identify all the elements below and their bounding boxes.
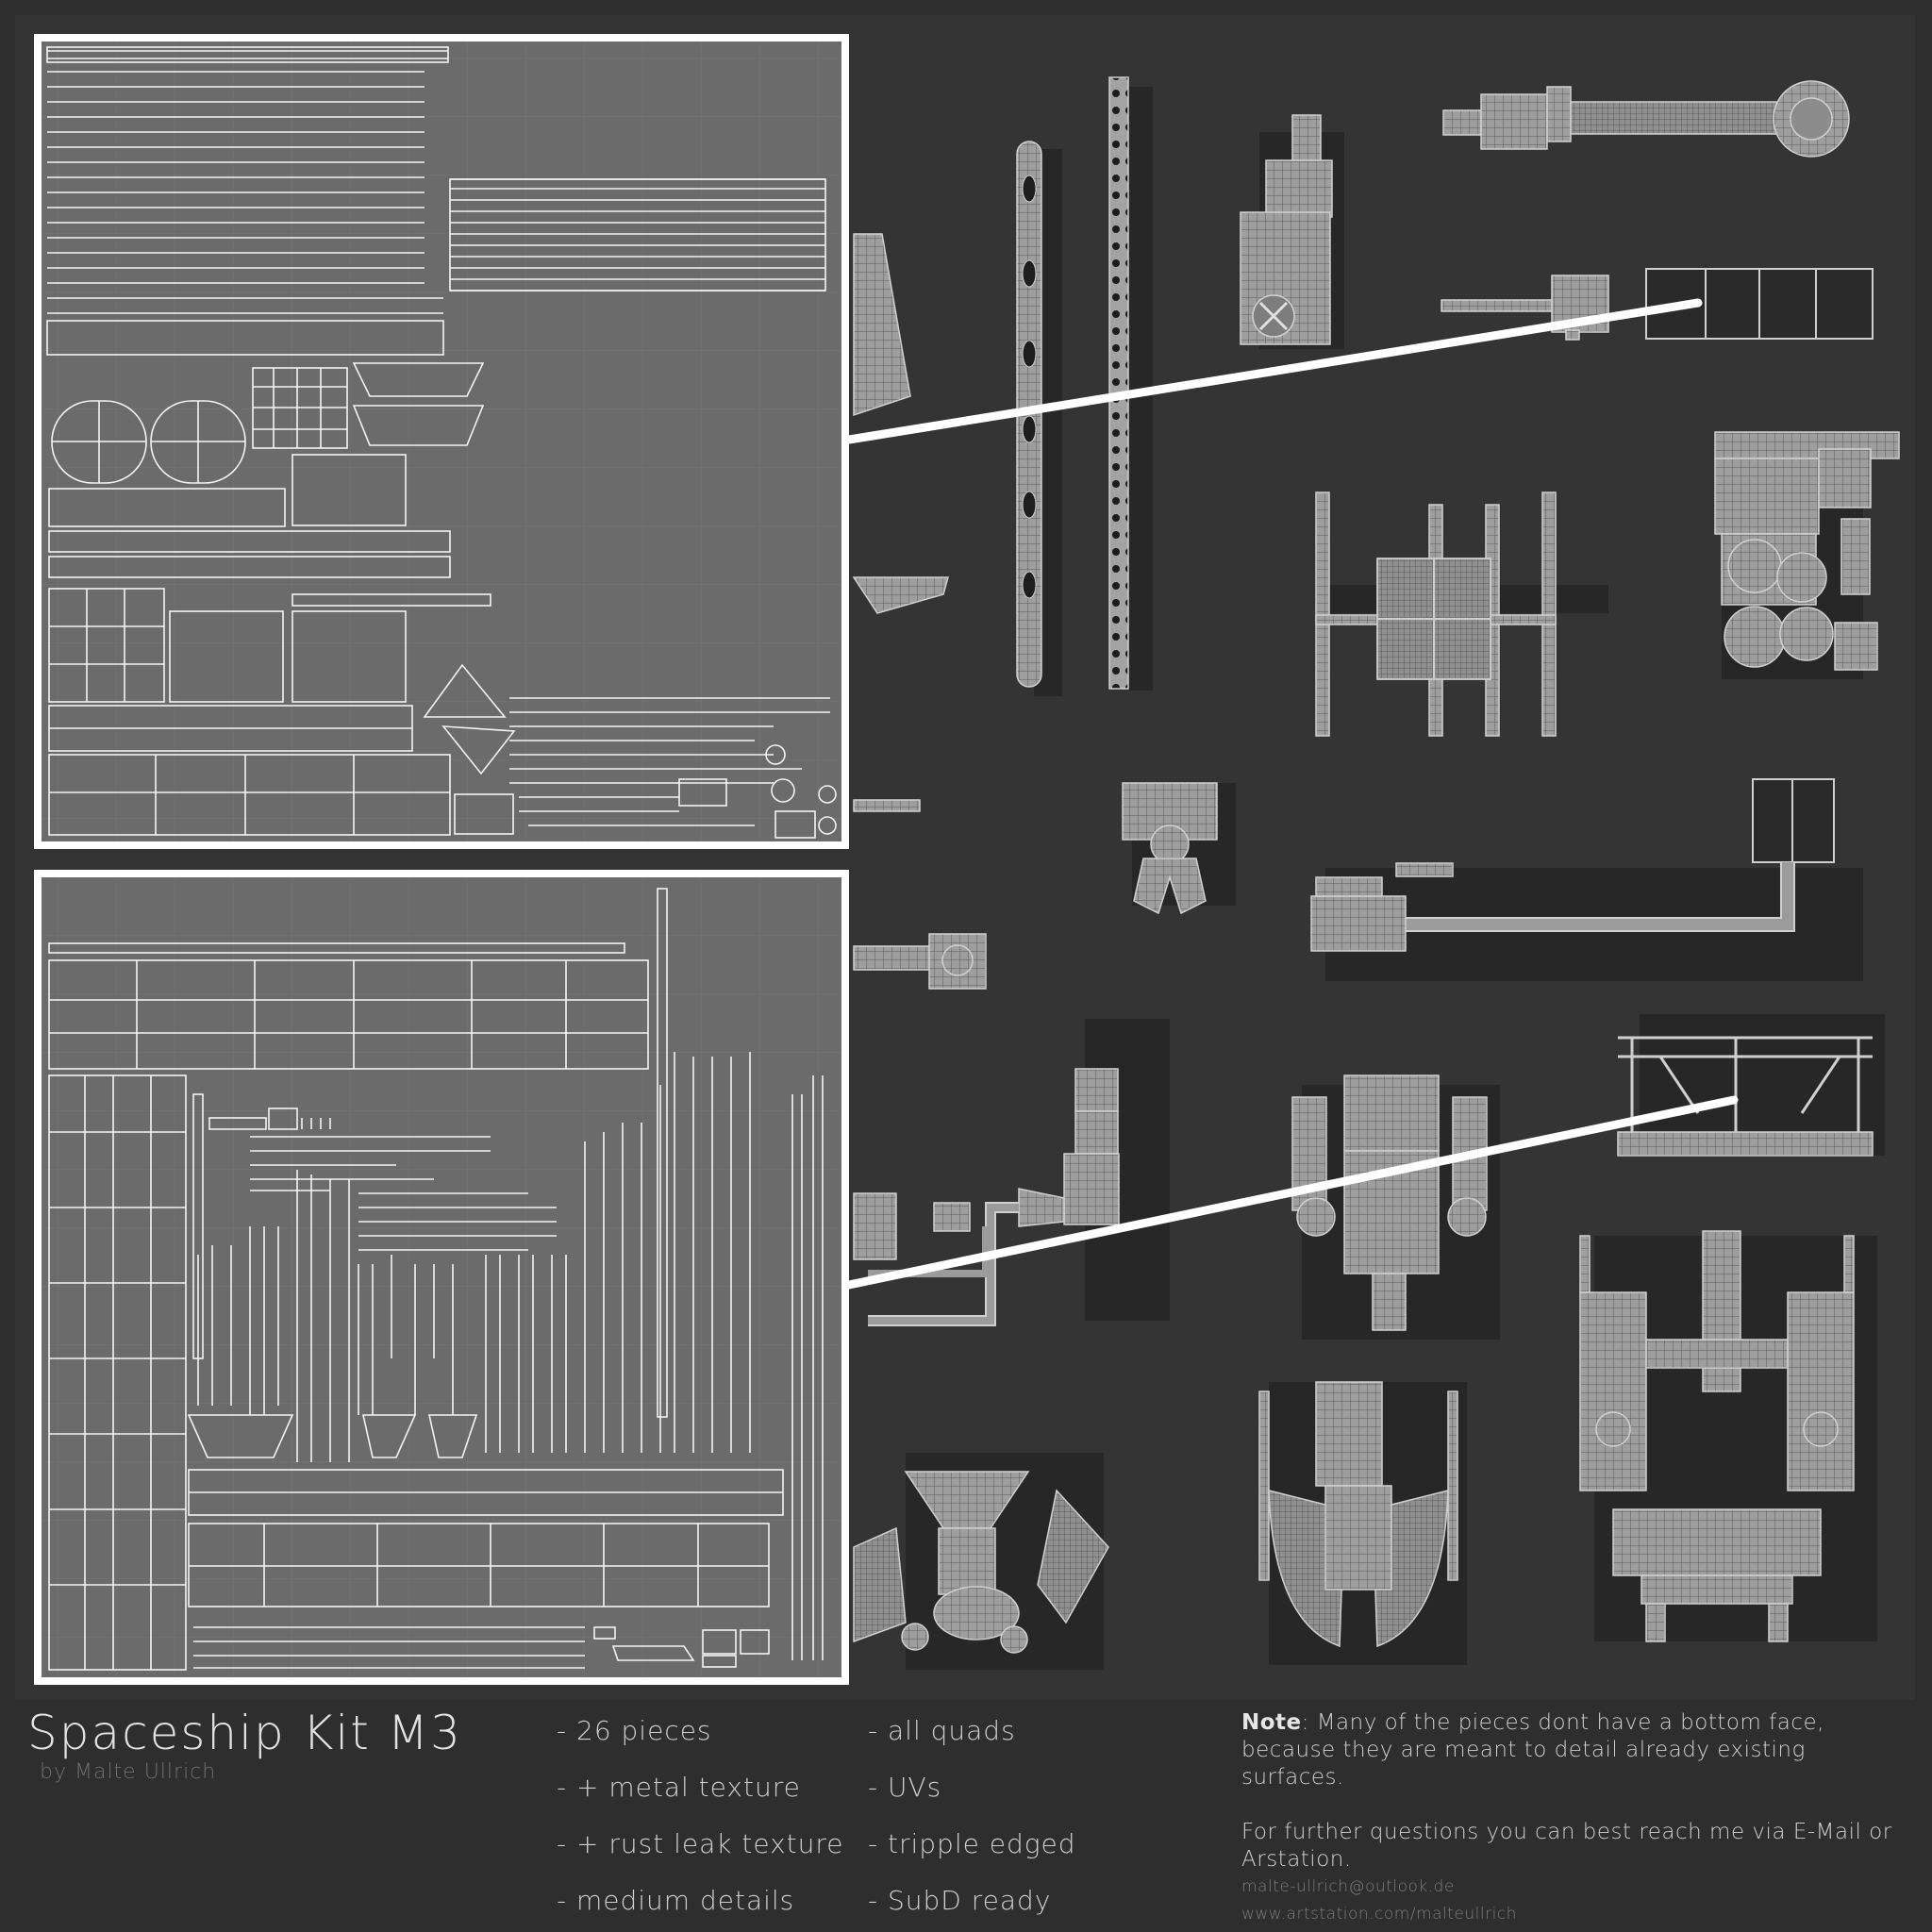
contact-website[interactable]: www.artstation.com/malteullrich bbox=[1241, 1905, 1517, 1924]
vertical-machine-piece bbox=[1240, 114, 1333, 345]
mesh-pieces bbox=[852, 76, 1900, 1670]
piston-piece bbox=[1442, 80, 1850, 158]
partial-piece-joint bbox=[853, 933, 987, 990]
partial-piece-rod bbox=[853, 799, 921, 812]
feature-metal-texture: - + metal texture bbox=[557, 1772, 801, 1803]
uv-panel-bottom bbox=[34, 870, 849, 1685]
uv-panel-top bbox=[34, 34, 849, 849]
scaffold-grate-piece bbox=[1315, 491, 1557, 737]
author-byline: by Malte Ullrich bbox=[40, 1760, 217, 1784]
feature-subd-ready: - SubD ready bbox=[868, 1885, 1052, 1916]
partial-piece-top bbox=[853, 233, 911, 417]
feature-medium-details: - medium details bbox=[557, 1885, 795, 1916]
perforated-rail-piece bbox=[1108, 76, 1129, 690]
connector-lines bbox=[844, 298, 1739, 1290]
winged-piece bbox=[1258, 1381, 1458, 1648]
questions-paragraph: For further questions you can best reach… bbox=[1241, 1820, 1892, 1872]
feature-triple-edged: - tripple edged bbox=[868, 1828, 1076, 1859]
mechanism-piece bbox=[853, 1471, 1109, 1654]
clamp-piece bbox=[1122, 782, 1218, 915]
note-label: Note bbox=[1241, 1710, 1302, 1735]
note-block: Note: Many of the pieces dont have a bot… bbox=[1241, 1709, 1902, 1928]
feature-pieces: - 26 pieces bbox=[557, 1715, 712, 1746]
large-machine-piece bbox=[1579, 1230, 1855, 1642]
feature-uvs: - UVs bbox=[868, 1772, 942, 1803]
engine-block-piece bbox=[1714, 431, 1900, 671]
contact-email[interactable]: malte-ullrich@outlook.de bbox=[1241, 1877, 1455, 1896]
partial-piece-arm bbox=[852, 576, 949, 614]
note-paragraph: Note: Many of the pieces dont have a bot… bbox=[1241, 1709, 1902, 1791]
feature-rust-texture: - + rust leak texture bbox=[557, 1828, 844, 1859]
duct-pipes-piece bbox=[853, 1068, 1120, 1326]
feature-all-quads: - all quads bbox=[868, 1715, 1016, 1746]
pipe-piece bbox=[1310, 778, 1835, 952]
railing-piece bbox=[1617, 1036, 1874, 1157]
note-text: : Many of the pieces dont have a bottom … bbox=[1241, 1710, 1824, 1790]
kit-title: Spaceship Kit M3 bbox=[27, 1706, 462, 1760]
